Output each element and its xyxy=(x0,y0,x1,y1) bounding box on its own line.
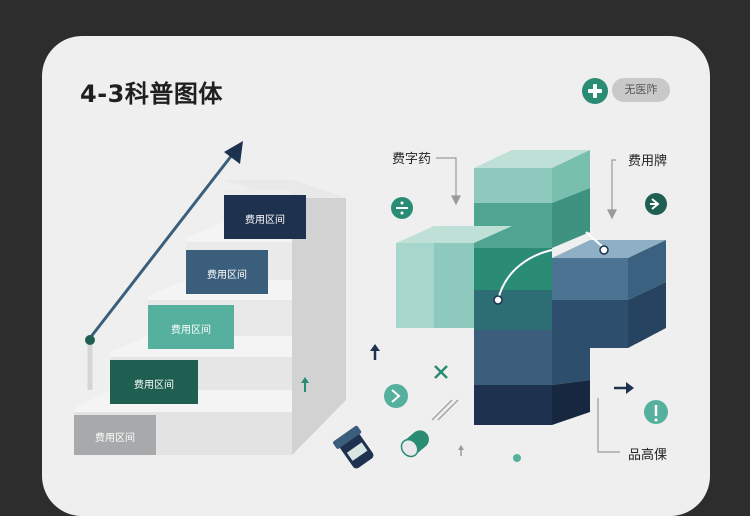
callout-leaders xyxy=(436,157,620,453)
step-box-5 xyxy=(74,415,156,455)
double-slash-icon xyxy=(431,399,459,421)
step-label-4: 费用区间 xyxy=(134,380,174,391)
up-arrow-icon xyxy=(370,344,380,360)
growth-arrow xyxy=(85,141,243,390)
step-box-2 xyxy=(186,250,268,294)
up-arrow-small-icon xyxy=(301,377,309,392)
dot-icon xyxy=(513,454,521,462)
step-box-4 xyxy=(110,360,198,404)
arrow-right-circle-icon[interactable] xyxy=(645,193,667,215)
illustration xyxy=(74,141,668,469)
up-arrow-tiny-icon xyxy=(458,445,464,456)
plus-cross-icon xyxy=(582,78,608,104)
page-title: 4-3科普图体 xyxy=(80,80,223,108)
step-box-3 xyxy=(148,305,234,349)
chevron-right-circle-icon[interactable] xyxy=(384,384,408,408)
pill-bottle-icon xyxy=(333,425,374,469)
step-label-2: 费用区间 xyxy=(207,270,247,281)
step-label-3: 费用区间 xyxy=(171,325,211,336)
step-label-1: 费用区间 xyxy=(245,215,285,226)
staircase xyxy=(74,180,346,455)
capsule-icon xyxy=(400,430,429,458)
callout-top-right: 费用牌 xyxy=(628,154,668,169)
cross-3d xyxy=(396,150,666,425)
callout-bottom-right: 品高倮 xyxy=(628,448,668,463)
close-x-icon[interactable] xyxy=(434,365,448,379)
arrow-right-icon[interactable] xyxy=(614,382,634,394)
header-pill-badge[interactable]: 无医阼 xyxy=(612,78,670,102)
step-box-1 xyxy=(224,195,306,239)
divide-icon xyxy=(391,197,413,219)
step-label-5: 费用区间 xyxy=(95,433,135,444)
callout-top-left: 费字药 xyxy=(392,152,432,167)
exclamation-circle-icon xyxy=(644,400,668,424)
